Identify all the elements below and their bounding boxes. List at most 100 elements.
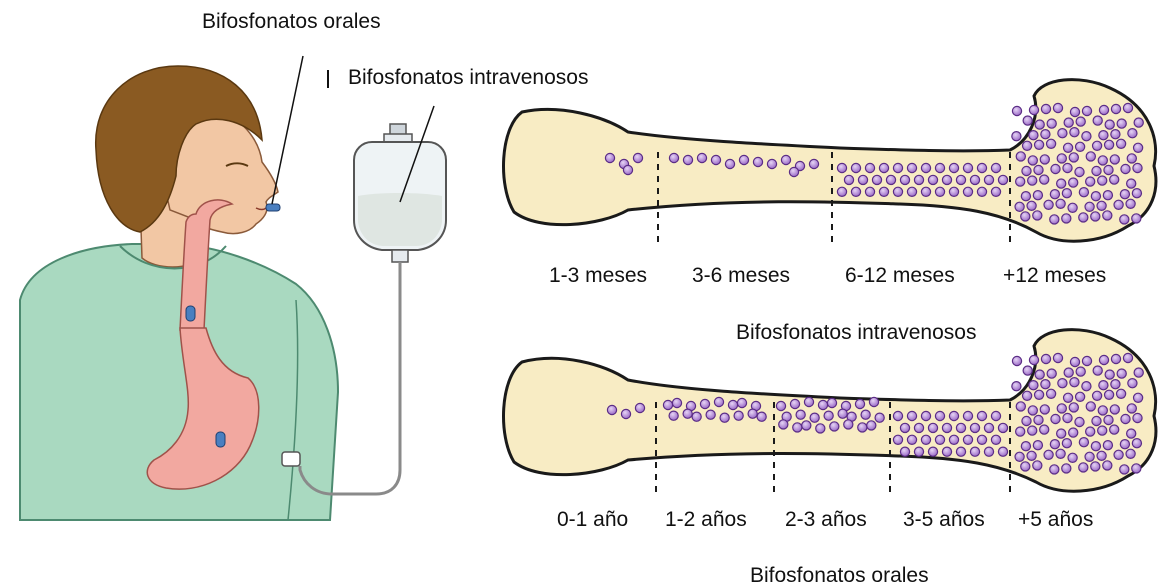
bone-dot <box>1110 405 1119 414</box>
bone-dot <box>907 187 916 196</box>
bone-dot <box>1027 451 1036 460</box>
caption-iv: Bifosfonatos intravenosos <box>736 322 976 343</box>
bone-dot <box>1132 189 1141 198</box>
bone-dot <box>1092 166 1101 175</box>
bone-dot <box>1050 440 1059 449</box>
bone-dot <box>1064 393 1073 402</box>
bone-dot <box>935 435 944 444</box>
bone-dot <box>1021 462 1030 471</box>
bone-dot <box>1062 464 1071 473</box>
bone-dot <box>1132 464 1141 473</box>
bone-dot <box>692 412 701 421</box>
bone-dot <box>1114 450 1123 459</box>
bone-dot <box>1028 426 1037 435</box>
bone-dot <box>956 447 965 456</box>
bone-dot <box>963 163 972 172</box>
bone-dot <box>1103 211 1112 220</box>
bone-dot <box>893 163 902 172</box>
bone-dot <box>851 163 860 172</box>
bone-dot <box>879 187 888 196</box>
bone-dot <box>1023 391 1032 400</box>
bone-dot <box>1056 199 1065 208</box>
bone-dot <box>753 157 762 166</box>
bone-dot <box>942 423 951 432</box>
bone-dot <box>861 410 870 419</box>
bone-dot <box>949 411 958 420</box>
bone-dot <box>907 163 916 172</box>
bone-dot <box>914 423 923 432</box>
bone-dot <box>991 411 1000 420</box>
bone-dot <box>1126 199 1135 208</box>
bone-dot <box>963 187 972 196</box>
bone-dot <box>1086 427 1095 436</box>
bone-dot <box>1029 381 1038 390</box>
bone-dot <box>977 435 986 444</box>
bone-dot <box>1097 201 1106 210</box>
bone-dot <box>921 435 930 444</box>
bone-dot <box>1127 404 1136 413</box>
bone-dot <box>714 397 723 406</box>
iv-period-1: 1-3 meses <box>549 265 647 286</box>
bone-dot <box>991 163 1000 172</box>
bone-dot <box>1099 105 1108 114</box>
bone-dot <box>737 398 746 407</box>
bone-dot <box>867 421 876 430</box>
bone-dot <box>865 187 874 196</box>
bone-dot <box>1028 406 1037 415</box>
bone-dot <box>1015 452 1024 461</box>
bone-dot <box>928 447 937 456</box>
bone-dot <box>1103 461 1112 470</box>
bone-dot <box>633 153 642 162</box>
iv-period-3: 6-12 meses <box>845 265 955 286</box>
bone-dot <box>984 447 993 456</box>
bone-dot <box>1069 403 1078 412</box>
bone-dot <box>977 187 986 196</box>
bone-dot <box>1040 175 1049 184</box>
bone-dot <box>998 175 1007 184</box>
bone-dot <box>921 411 930 420</box>
bone-dot <box>607 405 616 414</box>
bone-dot <box>1117 119 1126 128</box>
bone-dot <box>865 163 874 172</box>
bone-dot <box>998 447 1007 456</box>
bone-dot <box>1023 141 1032 150</box>
bone-dot <box>1021 442 1030 451</box>
bone-dot <box>956 423 965 432</box>
bone-dot <box>683 409 692 418</box>
bone-dot <box>720 413 729 422</box>
bone-dot <box>1064 118 1073 127</box>
bone-dot <box>1015 202 1024 211</box>
bone-dot <box>1047 369 1056 378</box>
bone-dot <box>1105 140 1114 149</box>
bone-dot <box>949 187 958 196</box>
bone-dot <box>1021 192 1030 201</box>
bone-dot <box>1035 390 1044 399</box>
bone-dot <box>1121 164 1130 173</box>
bone-dot <box>818 400 827 409</box>
bone-dot <box>669 411 678 420</box>
bone-dot <box>793 423 802 432</box>
bone-dot <box>872 175 881 184</box>
bone-dot <box>830 422 839 431</box>
bone-dot <box>1070 107 1079 116</box>
bone-dot <box>1033 441 1042 450</box>
bone-dot <box>1068 453 1077 462</box>
bone-dot <box>1029 131 1038 140</box>
bone-dot <box>844 420 853 429</box>
bone-dot <box>605 153 614 162</box>
bone-dot <box>1085 202 1094 211</box>
bone-dot <box>1121 414 1130 423</box>
bone-dot <box>1051 414 1060 423</box>
bone-dot <box>1105 370 1114 379</box>
bone-dot <box>781 155 790 164</box>
bone-dot <box>810 413 819 422</box>
bone-dot <box>858 175 867 184</box>
bone-dot <box>816 424 825 433</box>
bone-dot <box>928 423 937 432</box>
bone-dot <box>1123 103 1132 112</box>
bone-dot <box>1053 353 1062 362</box>
bone-dot <box>1041 354 1050 363</box>
bone-dot <box>1012 132 1021 141</box>
bone-dot <box>790 399 799 408</box>
bone-dot <box>804 397 813 406</box>
